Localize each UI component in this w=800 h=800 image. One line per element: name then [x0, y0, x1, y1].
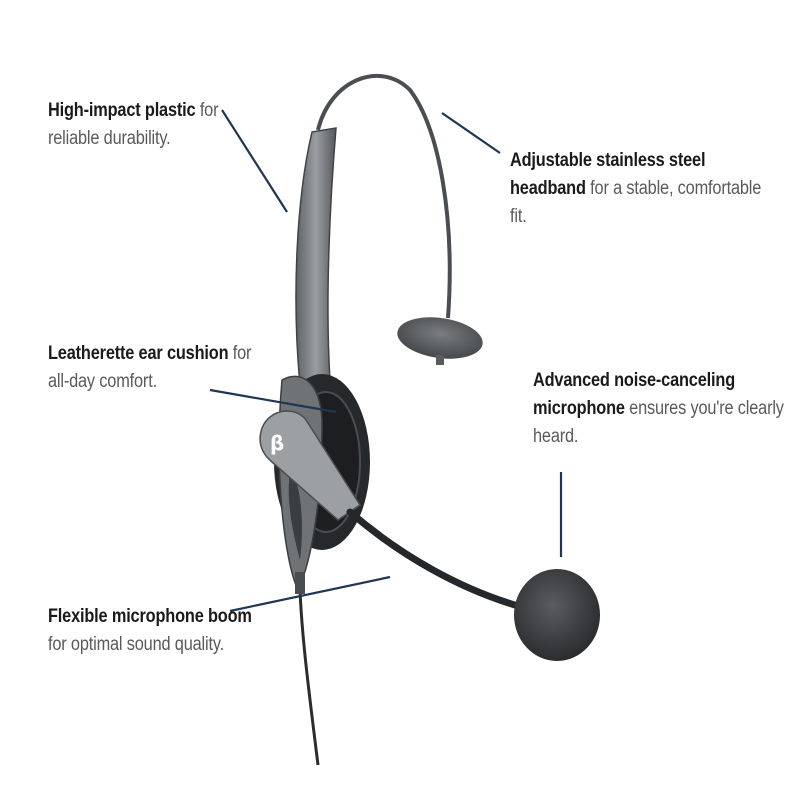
boom-pivot: [259, 410, 362, 521]
cord: [298, 589, 320, 766]
mic-foam: [514, 569, 600, 661]
callout-headband: Adjustable stainless steel headband for …: [510, 147, 768, 231]
leader-lines: [209, 109, 563, 613]
callout-cushion-bold: Leatherette ear cushion: [48, 343, 229, 364]
callout-microphone-text: ensures you're clearly heard.: [533, 398, 784, 447]
callout-headband-bold: Adjustable stainless steel headband: [510, 150, 706, 199]
temple-pad: [397, 317, 483, 359]
callout-cushion: Leatherette ear cushion for all-day comf…: [48, 340, 272, 396]
plastic-band: [295, 127, 337, 386]
callout-microphone-bold: Advanced noise-canceling microphone: [533, 370, 736, 419]
callout-headband-text: for a stable, comfortable fit.: [510, 178, 762, 227]
callout-durability: High-impact plastic for reliable durabil…: [48, 97, 272, 153]
headband-wire: [316, 73, 452, 319]
callout-microphone: Advanced noise-canceling microphone ensu…: [533, 367, 791, 451]
callout-durability-text: for reliable durability.: [48, 100, 219, 149]
callout-boom: Flexible microphone boom for optimal sou…: [48, 603, 272, 659]
callout-cushion-text: for all-day comfort.: [48, 343, 252, 392]
svg-text:β: β: [270, 431, 284, 455]
callout-boom-bold: Flexible microphone boom: [48, 606, 252, 627]
callout-boom-text: for optimal sound quality.: [48, 634, 224, 655]
callout-durability-bold: High-impact plastic: [48, 100, 196, 121]
mic-boom: [346, 508, 529, 612]
